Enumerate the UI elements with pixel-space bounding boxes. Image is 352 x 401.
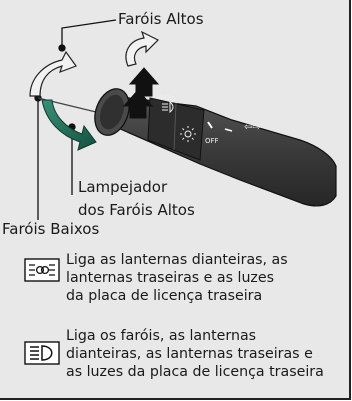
knob-up-arrow-lower [122, 89, 154, 119]
high-beams-dot [58, 44, 66, 52]
knob-up-arrow [128, 67, 160, 97]
low-beams-label: Faróis Baixos [2, 220, 100, 238]
description-line: Liga as lanternas dianteiras, as [66, 252, 288, 268]
stalk-headlight-mark [162, 100, 174, 114]
knob-arrows [122, 30, 160, 119]
flash-to-pass-label-line2: dos Faróis Altos [78, 201, 195, 219]
headlights-icon [24, 341, 60, 365]
description-line: as luzes da placa de licença traseira [66, 364, 324, 380]
beam-arrows [29, 50, 97, 151]
stalk-auto-label: AUTO [158, 93, 176, 103]
light-switch-ring [147, 97, 205, 161]
description-line: da placa de licença traseira [66, 288, 263, 304]
description-line: lanternas traseiras e as luzes [66, 270, 275, 286]
knob-up-arrow-outline [125, 30, 160, 67]
parking-lights-icon [24, 258, 60, 282]
stalk-parking-mark [180, 126, 196, 142]
turn-signal-stalk: AUTO OFF ⇦⇨ [94, 88, 337, 207]
high-beams-leader [61, 19, 117, 48]
stalk-turn-arrows: ⇦⇨ [244, 122, 261, 133]
high-beams-label: Faróis Altos [118, 10, 204, 28]
low-beams-arrow [41, 99, 97, 151]
description-line: Liga os faróis, as lanternas [66, 328, 257, 344]
stalk-off-label: OFF [205, 137, 219, 145]
description-line: dianteiras, as lanternas traseiras e [66, 346, 313, 362]
high-beams-arrow [29, 50, 77, 97]
flash-to-pass-label-line1: Lampejador [78, 178, 168, 196]
